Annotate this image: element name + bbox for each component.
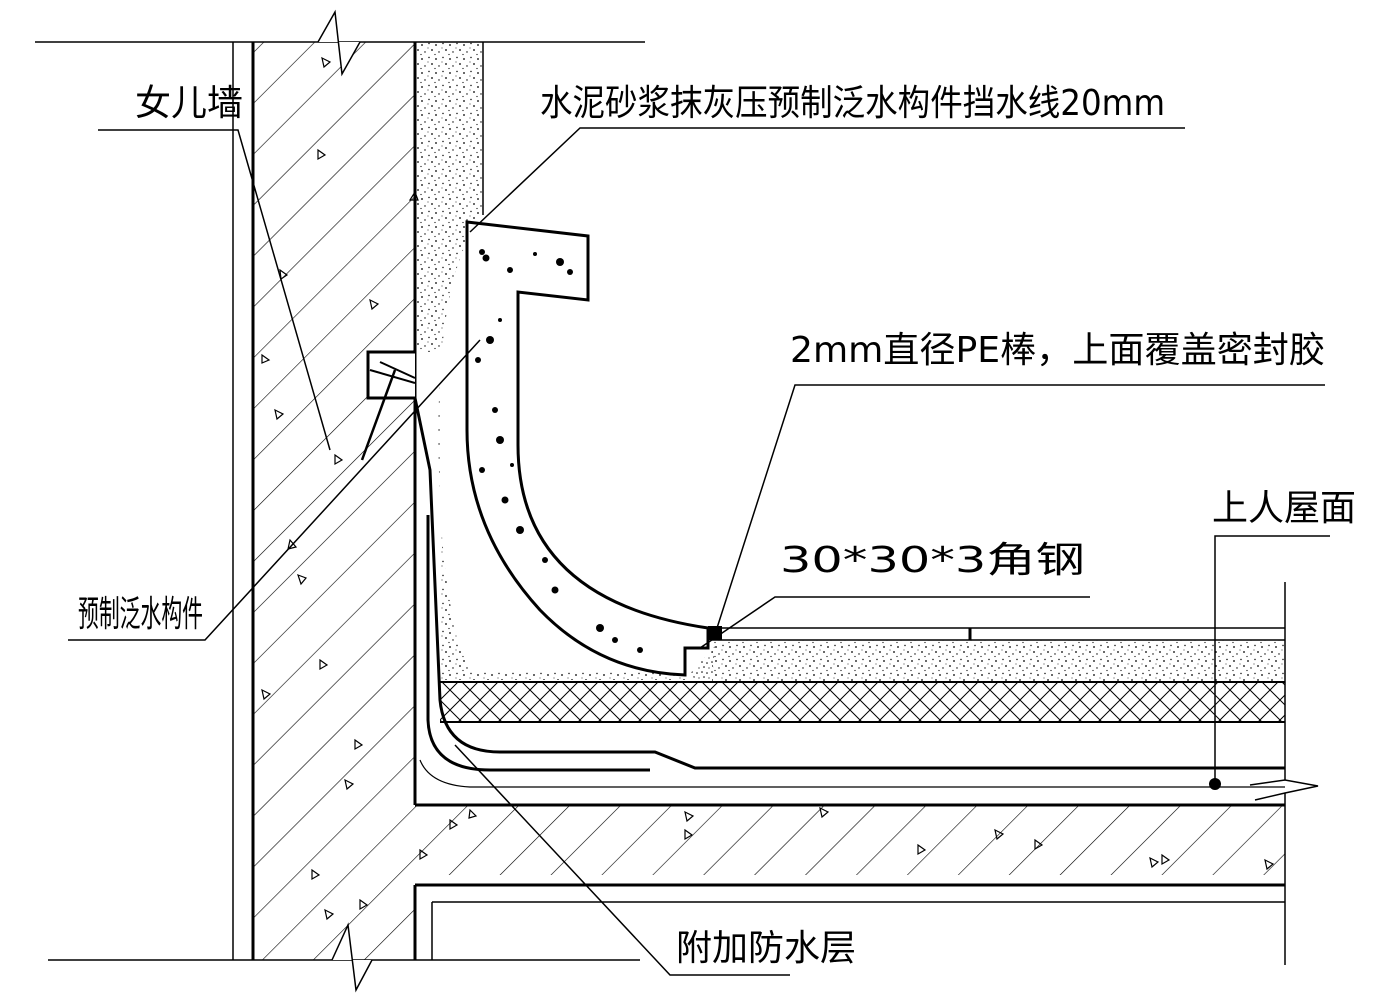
leader-lines bbox=[68, 127, 1330, 976]
label-parapet: 女儿墙 bbox=[135, 83, 243, 124]
insulation-layer bbox=[440, 681, 1285, 723]
wall-groove bbox=[360, 350, 416, 461]
label-extra-waterproof: 附加防水层 bbox=[676, 928, 856, 969]
plaster-layer bbox=[415, 42, 685, 680]
roof-slab bbox=[413, 352, 1319, 965]
label-pe-rod: 2mm直径PE棒，上面覆盖密封胶 bbox=[790, 330, 1325, 371]
roof-finish-layer bbox=[688, 627, 1285, 682]
label-precast-flashing: 预制泛水构件 bbox=[78, 594, 203, 635]
precast-flashing-component bbox=[465, 220, 710, 677]
roof-leader-dot bbox=[1209, 778, 1221, 790]
pe-rod bbox=[708, 626, 722, 640]
label-angle-steel: 30*30*3角钢 bbox=[780, 540, 1085, 581]
waterproof-membranes bbox=[413, 397, 1285, 788]
label-roof: 上人屋面 bbox=[1212, 488, 1356, 529]
label-flashing-note: 水泥砂浆抹灰压预制泛水构件挡水线20mm bbox=[540, 83, 1165, 124]
